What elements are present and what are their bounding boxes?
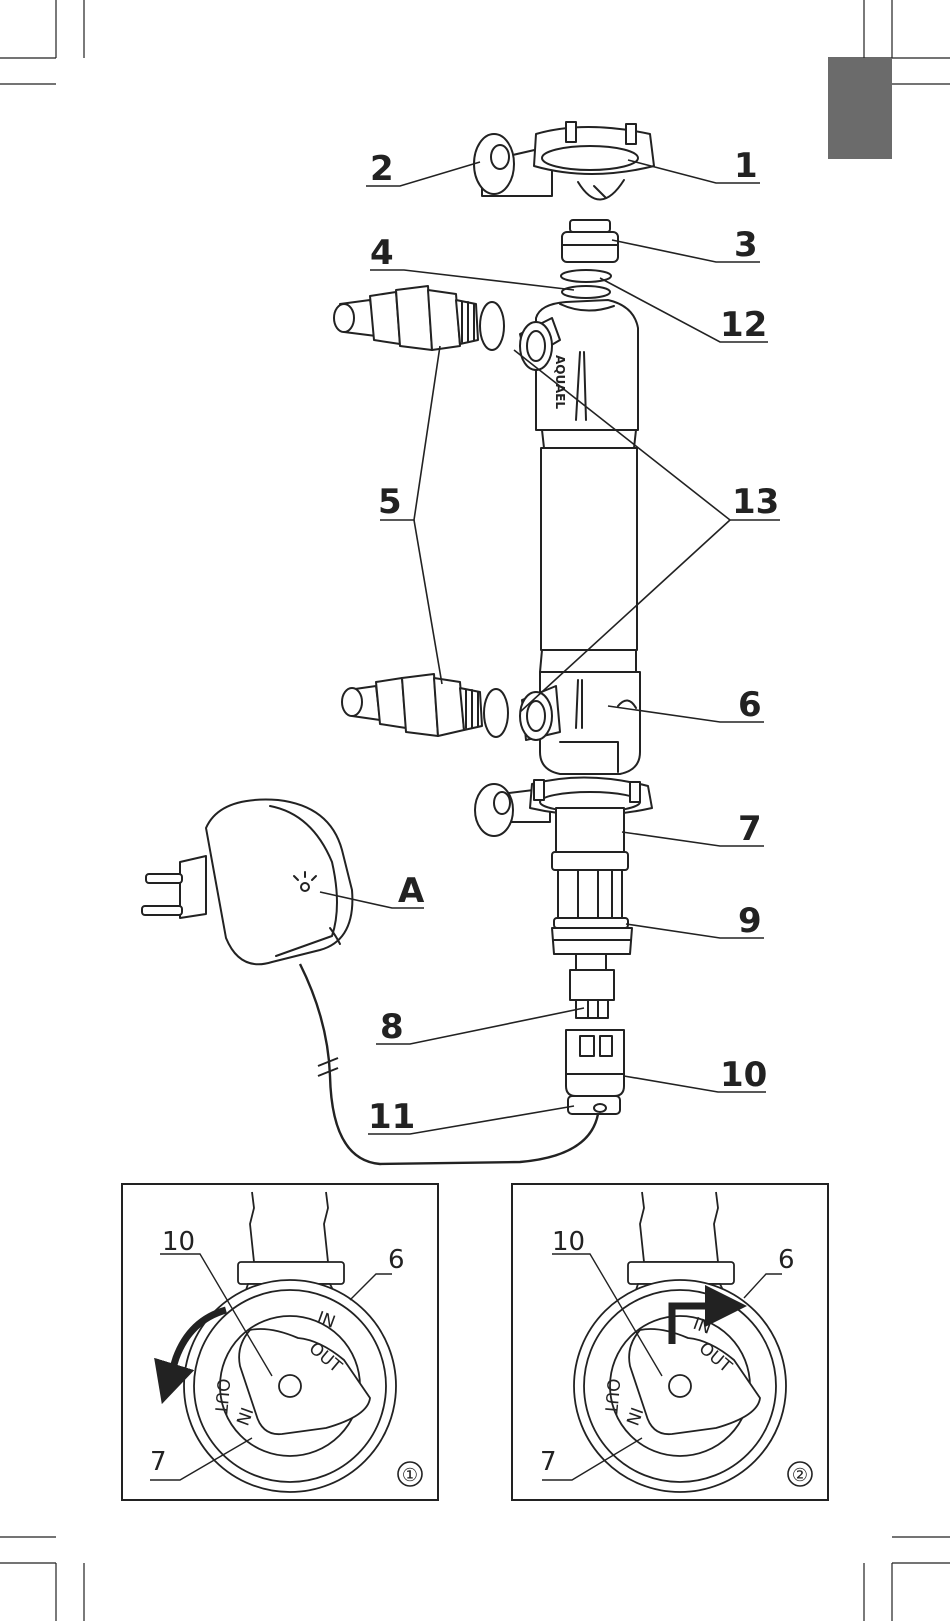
callout-5: 5 bbox=[378, 482, 402, 522]
power-adapter bbox=[142, 800, 352, 965]
inset-1-badge: ① bbox=[402, 1465, 418, 1486]
inset-2-label-10: 10 bbox=[552, 1227, 585, 1257]
o-ring-4 bbox=[562, 286, 610, 298]
inset-panel-1: 10 6 7 IN OUT IN OUT ① bbox=[122, 1184, 438, 1500]
callout-3: 3 bbox=[734, 225, 758, 265]
lamp-cap bbox=[562, 220, 618, 262]
gasket-13-bottom bbox=[484, 689, 508, 737]
inset-1-label-10: 10 bbox=[162, 1227, 195, 1257]
gasket-13-top bbox=[480, 302, 504, 350]
callout-4: 4 bbox=[370, 233, 394, 273]
callout-6: 6 bbox=[738, 685, 762, 725]
plug-connector-8 bbox=[570, 954, 614, 1018]
callout-A: A bbox=[398, 871, 425, 911]
callout-2: 2 bbox=[370, 149, 394, 189]
hose-connector-bottom bbox=[342, 674, 482, 736]
inset-1-label-7: 7 bbox=[150, 1447, 167, 1477]
callout-7: 7 bbox=[738, 809, 762, 849]
inset-2-badge: ② bbox=[792, 1465, 808, 1486]
brand-text: AQUAEL bbox=[553, 355, 567, 409]
inset-2-label-6: 6 bbox=[778, 1245, 795, 1275]
hose-connector-top bbox=[334, 286, 478, 350]
callout-12: 12 bbox=[720, 305, 767, 345]
rotary-selector-7 bbox=[552, 808, 628, 870]
callout-11: 11 bbox=[368, 1097, 415, 1137]
inset-2-label-7: 7 bbox=[540, 1447, 557, 1477]
inset-panel-2: 10 6 7 IN OUT IN OUT ② bbox=[512, 1184, 828, 1500]
lamp-socket-9 bbox=[552, 870, 632, 954]
power-cable bbox=[300, 964, 598, 1164]
callout-1: 1 bbox=[734, 146, 758, 186]
power-socket-10 bbox=[566, 1030, 624, 1114]
inset-1-out-2: OUT bbox=[210, 1378, 233, 1416]
callout-10: 10 bbox=[720, 1055, 767, 1095]
callout-8: 8 bbox=[380, 1007, 404, 1047]
callout-13: 13 bbox=[732, 482, 779, 522]
inset-1-label-6: 6 bbox=[388, 1245, 405, 1275]
inset-2-out-2: OUT bbox=[600, 1378, 623, 1416]
callout-9: 9 bbox=[738, 901, 762, 941]
